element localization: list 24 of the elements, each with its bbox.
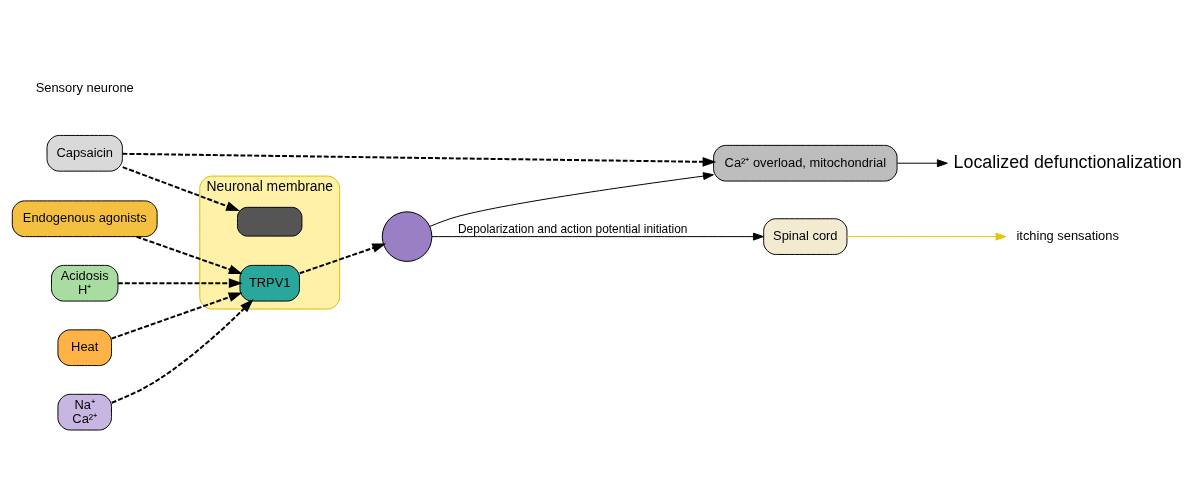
node-box: Heat <box>57 328 112 366</box>
arrow <box>431 232 764 241</box>
arrow <box>429 171 714 227</box>
node-text: Localized defunctionalization <box>953 151 1182 172</box>
node-box: TRPV1 <box>239 264 300 302</box>
node-text: itching sensations <box>1016 227 1119 243</box>
arrow <box>121 152 717 167</box>
node-box <box>236 206 303 237</box>
arrow <box>846 232 1007 241</box>
arrow <box>110 291 243 340</box>
node-box: Ca²⁺ overload, mitochondrial <box>713 144 898 182</box>
node-box: Capsaicin <box>46 134 123 172</box>
node-circle <box>381 210 433 262</box>
edge-label: Depolarization and action potential initiation <box>458 221 688 236</box>
arrow <box>117 277 243 288</box>
arrow <box>110 298 254 404</box>
arrow <box>896 158 948 167</box>
arrow <box>135 235 243 274</box>
label: Sensory neurone <box>35 79 134 95</box>
arrow <box>298 242 387 274</box>
node-box: Na⁺ Ca²⁺ <box>57 393 112 431</box>
node-box: Spinal cord <box>763 217 848 255</box>
node-box: Endogenous agonists <box>11 199 158 237</box>
node-box: Acidosis H⁺ <box>51 264 119 302</box>
